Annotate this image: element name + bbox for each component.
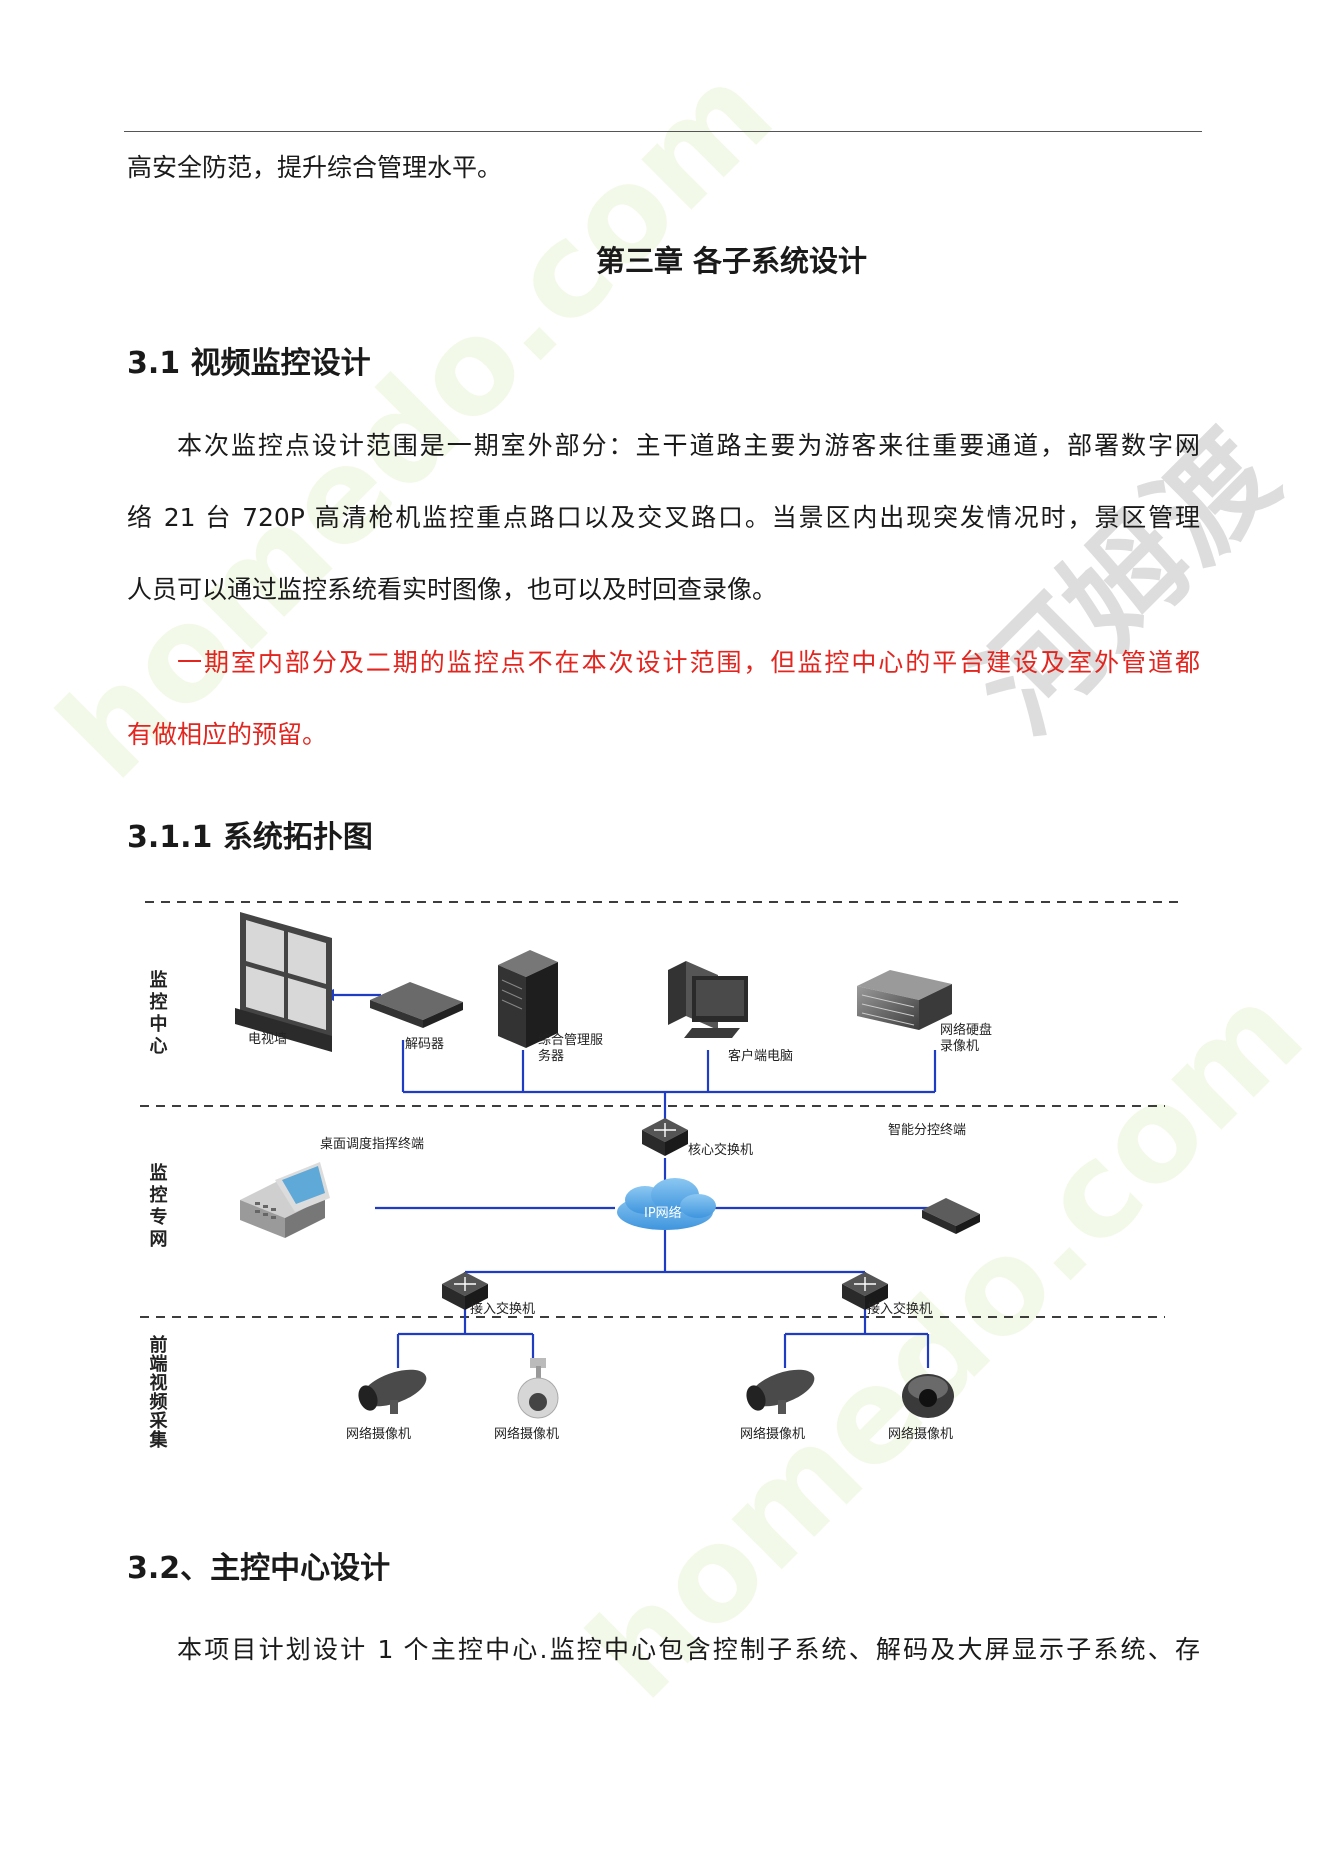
label-nvr-line2: 录像机	[940, 1039, 979, 1054]
section-3-1-para1-line3: 人员可以通过监控系统看实时图像，也可以及时回查录像。	[127, 575, 778, 604]
section-3-1-para1-line1: 本次监控点设计范围是一期室外部分：主干道路主要为游客来往重要通道，部署数字网	[177, 431, 1200, 460]
ip-network-cloud-icon	[617, 1178, 716, 1230]
access-switch-icon	[442, 1272, 488, 1310]
network-lines	[375, 1206, 960, 1282]
label-smart-terminal: 智能分控终端	[888, 1122, 966, 1138]
label-camera-3: 网络摄像机	[740, 1426, 805, 1442]
section-3-1-para2-line1: 一期室内部分及二期的监控点不在本次设计范围，但监控中心的平台建设及室外管道都	[177, 648, 1200, 677]
section-3-1-heading: 3.1 视频监控设计	[127, 346, 371, 381]
front-lines	[396, 1298, 930, 1368]
nvr-icon	[857, 970, 952, 1030]
header-rule	[124, 131, 1202, 132]
label-server-line2: 务器	[538, 1048, 564, 1064]
label-core-switch: 核心交换机	[688, 1142, 753, 1158]
label-access-switch-1: 接入交换机	[470, 1301, 535, 1317]
label-ip-network: IP网络	[644, 1205, 682, 1221]
label-client: 客户端电脑	[728, 1048, 793, 1064]
speed-dome-camera-icon	[517, 1358, 559, 1419]
zone-label-center: 监控中心	[147, 969, 168, 1058]
label-tv-wall: 电视墙	[248, 1032, 287, 1047]
section-3-2-heading: 3.2、主控中心设计	[127, 1551, 391, 1586]
label-camera-4: 网络摄像机	[888, 1426, 953, 1442]
section-3-2-para-line1: 本项目计划设计 1 个主控中心.监控中心包含控制子系统、解码及大屏显示子系统、存	[177, 1635, 1200, 1664]
client-computer-icon	[668, 961, 748, 1038]
label-camera-1: 网络摄像机	[346, 1426, 411, 1442]
label-decoder: 解码器	[405, 1037, 444, 1052]
label-camera-2: 网络摄像机	[494, 1426, 559, 1442]
server-icon	[498, 950, 558, 1048]
tv-wall-icon	[235, 912, 332, 1052]
label-nvr-line1: 网络硬盘	[940, 1022, 992, 1038]
intro-tail-text: 高安全防范，提升综合管理水平。	[127, 153, 503, 182]
label-desk-terminal: 桌面调度指挥终端	[320, 1136, 424, 1152]
chapter-title: 第三章 各子系统设计	[595, 244, 868, 278]
desk-terminal-icon	[240, 1162, 330, 1238]
section-3-1-para2-line2: 有做相应的预留。	[127, 720, 328, 749]
label-server-line1: 综合管理服	[538, 1033, 603, 1048]
section-3-1-1-heading: 3.1.1 系统拓扑图	[127, 820, 373, 855]
decoder-icon	[370, 982, 463, 1028]
zone-label-network: 监控专网	[147, 1162, 168, 1251]
bullet-camera-icon	[746, 1369, 815, 1414]
zone-label-front: 前端视频采集	[147, 1334, 169, 1449]
access-switch-icon	[842, 1272, 888, 1310]
topology-diagram: 监控中心 监控专网 前端视频采集	[140, 901, 1180, 1449]
core-switch-icon	[642, 1118, 688, 1156]
smart-terminal-icon	[922, 1198, 980, 1234]
bullet-camera-icon	[358, 1369, 427, 1414]
label-access-switch-2: 接入交换机	[867, 1301, 932, 1317]
dome-camera-icon	[902, 1374, 954, 1418]
section-3-1-para1-line2: 络 21 台 720P 高清枪机监控重点路口以及交叉路口。当景区内出现突发情况时…	[127, 503, 1200, 532]
